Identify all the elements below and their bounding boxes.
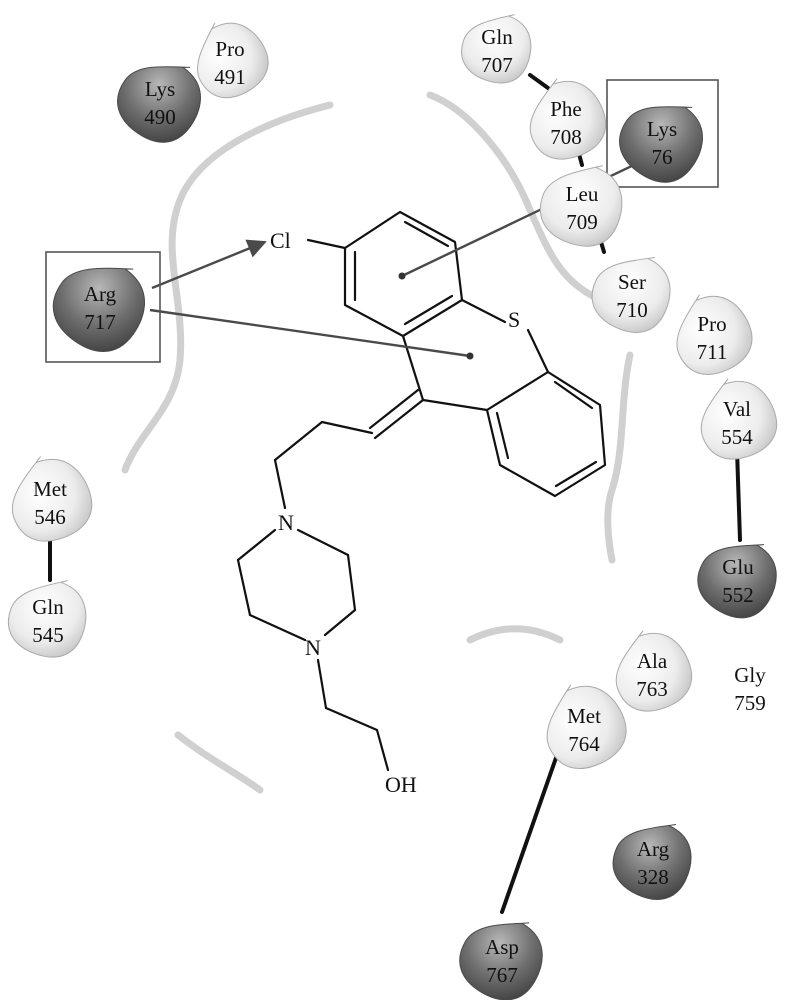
residue-arg328: Arg 328 <box>612 824 692 900</box>
residue-shape <box>619 106 703 183</box>
residue-arg717: Arg 717 <box>52 267 145 352</box>
residue-shape <box>697 544 777 619</box>
atom-n-upper: N <box>278 510 294 535</box>
residue-name: Glu <box>722 555 754 579</box>
residue-name: Pro <box>215 37 244 61</box>
residue-val554: Val 554 <box>700 378 778 460</box>
residue-name: Arg <box>637 837 670 861</box>
residue-number: 759 <box>734 691 766 715</box>
residue-shape <box>459 922 543 1000</box>
residue-number: 767 <box>486 963 518 987</box>
arg717-highlight-box <box>45 251 161 363</box>
residue-asp767: Asp 767 <box>459 922 543 1000</box>
residue-number: 490 <box>144 105 176 129</box>
residue-shape <box>52 267 145 352</box>
residue-number: 711 <box>697 340 728 364</box>
residue-shape <box>591 257 671 333</box>
residue-name: Val <box>723 397 751 421</box>
residue-name: Gln <box>32 595 64 619</box>
residue-shape <box>461 14 532 84</box>
residue-met764: Met 764 <box>546 684 627 770</box>
residue-number: 76 <box>652 145 673 169</box>
residue-lys490: Lys 490 <box>117 66 201 143</box>
residue-shape <box>676 294 753 375</box>
atom-s: S <box>508 307 520 332</box>
residue-number: 545 <box>32 623 64 647</box>
residue-glu552: Glu 552 <box>697 544 777 619</box>
atom-cl: Cl <box>270 228 291 253</box>
residue-name: Asp <box>485 935 519 959</box>
residue-number: 552 <box>722 583 754 607</box>
residue-name: Leu <box>566 182 599 206</box>
residue-shape <box>529 78 607 160</box>
atom-n-lower: N <box>305 635 321 660</box>
residue-pro491: Pro 491 <box>197 22 269 99</box>
residue-number: 328 <box>637 865 669 889</box>
residue-name: Met <box>33 477 67 501</box>
residue-gly759: Gly 759 <box>734 663 766 715</box>
residue-name: Gly <box>734 663 766 687</box>
residue-number: 763 <box>636 677 668 701</box>
residue-number: 491 <box>214 65 246 89</box>
residue-met546: Met 546 <box>11 456 93 542</box>
residue-shape <box>615 630 693 712</box>
residue-gln545: Gln 545 <box>7 580 87 658</box>
binding-pocket-outline <box>121 91 634 794</box>
lys76-highlight-box <box>606 79 719 188</box>
residue-shape <box>197 22 269 99</box>
residue-shape <box>7 580 87 658</box>
residue-shape <box>117 66 201 143</box>
residue-shape <box>539 165 623 247</box>
residue-name: Pro <box>697 312 726 336</box>
residue-shape <box>612 824 692 900</box>
residue-lys76: Lys 76 <box>619 106 703 183</box>
residue-number: 764 <box>568 732 600 756</box>
residue-name: Gln <box>481 25 513 49</box>
residue-number: 707 <box>481 53 513 77</box>
residue-number: 708 <box>550 125 582 149</box>
residue-shape <box>11 456 93 542</box>
residue-number: 709 <box>566 210 598 234</box>
residue-number: 554 <box>721 425 753 449</box>
residue-ser710: Ser 710 <box>591 257 671 333</box>
residue-number: 546 <box>34 505 66 529</box>
residue-pro711: Pro 711 <box>676 294 753 375</box>
residue-shape <box>546 684 627 770</box>
residue-phe708: Phe 708 <box>529 78 607 160</box>
atom-oh: OH <box>385 772 417 797</box>
residue-gln707: Gln 707 <box>461 14 532 84</box>
residue-name: Arg <box>84 282 117 306</box>
residue-name: Ala <box>637 649 668 673</box>
residue-leu709: Leu 709 <box>539 165 623 247</box>
residue-ala763: Ala 763 <box>615 630 693 712</box>
residue-shape <box>700 378 778 460</box>
residue-name: Lys <box>647 117 677 141</box>
ligand-structure: Cl S N N OH <box>236 210 607 797</box>
residue-name: Ser <box>618 270 646 294</box>
residue-number: 717 <box>84 310 116 334</box>
residue-name: Met <box>567 704 601 728</box>
residue-number: 710 <box>616 298 648 322</box>
residue-name: Phe <box>550 97 582 121</box>
residue-name: Lys <box>145 77 175 101</box>
